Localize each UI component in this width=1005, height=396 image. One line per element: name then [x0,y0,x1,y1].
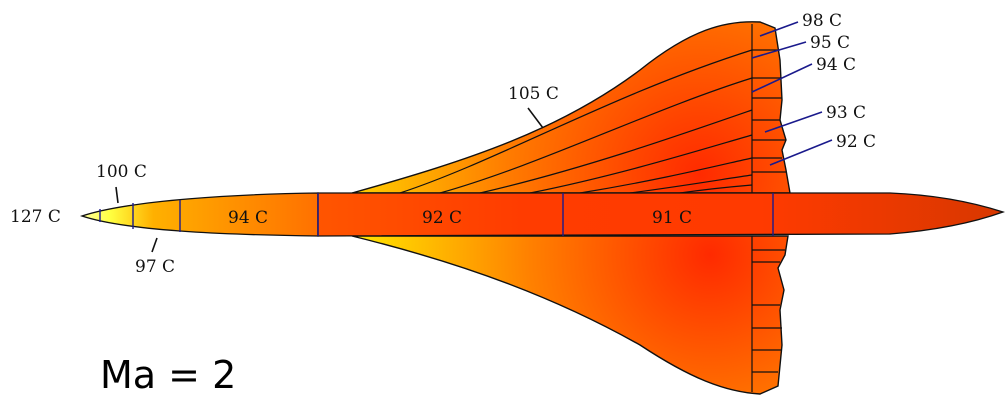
label-wing-band-4: 93 C [826,103,866,123]
label-wing-band-5: 92 C [836,132,876,152]
leader-lines [115,21,833,253]
label-nose-tip: 127 C [10,207,61,227]
fuselage-dividers [99,193,774,236]
lower-wing-bands [751,236,785,392]
label-wing-band-2: 95 C [810,33,850,53]
upper-wing-bands [399,24,786,194]
label-fuselage-mid: 92 C [422,208,462,228]
upper-wing [351,21,791,194]
fuselage-main [317,192,1005,237]
label-nose-lower: 97 C [135,257,175,277]
label-wing-band-1: 98 C [802,11,842,31]
mach-number-label: Ma = 2 [100,353,236,396]
label-fuselage-rear: 91 C [652,208,692,228]
label-wing-leading-edge: 105 C [508,84,559,104]
lower-wing [351,235,789,395]
label-nose-upper: 100 C [96,162,147,182]
label-fuselage-front: 94 C [228,208,268,228]
label-wing-band-3: 94 C [816,55,856,75]
